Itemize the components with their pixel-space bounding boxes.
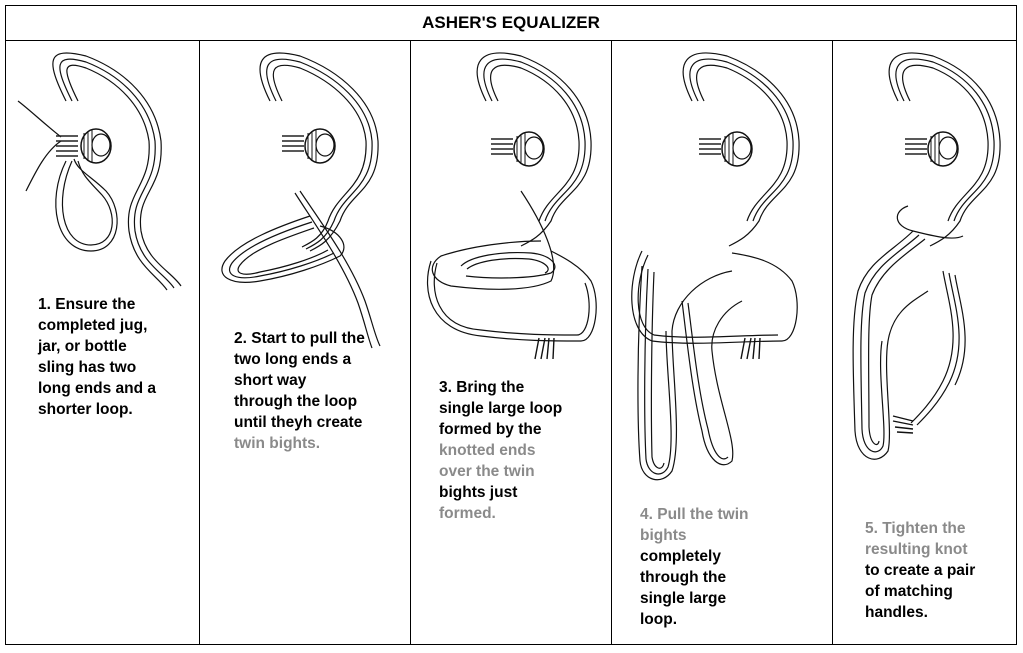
bottle-cap-icon [80, 128, 112, 164]
knot-illustration-step-5 [852, 52, 1001, 460]
step-caption-3: 3. Bring the single large loop formed by… [439, 377, 562, 524]
caption-line: short way [234, 372, 307, 389]
instruction-sheet: ASHER'S EQUALIZER 1. Ensure the complete… [5, 5, 1017, 645]
step-caption-4: 4. Pull the twin bights completely throu… [640, 504, 749, 630]
caption-line: bights just [439, 484, 518, 501]
caption-line: two long ends a [234, 351, 352, 368]
knot-illustration-step-4 [631, 52, 800, 481]
step-panel-2: 2. Start to pull the two long ends a sho… [200, 41, 411, 644]
caption-line: handles. [865, 604, 928, 621]
caption-line: formed by the [439, 421, 542, 438]
caption-line: of matching [865, 583, 953, 600]
caption-line: twin bights. [234, 435, 321, 452]
bottle-cap-icon [513, 131, 545, 167]
caption-line: to create a pair [865, 562, 976, 579]
caption-line: 2. Start to pull the [234, 330, 365, 347]
step-panel-4: 4. Pull the twin bights completely throu… [612, 41, 833, 644]
caption-line: through the [640, 569, 727, 586]
caption-line: knotted ends [439, 442, 536, 459]
caption-line: single large loop [439, 400, 563, 417]
caption-line: 1. Ensure the [38, 296, 136, 313]
step-caption-1: 1. Ensure the completed jug, jar, or bot… [38, 294, 156, 420]
step-caption-2: 2. Start to pull the two long ends a sho… [234, 328, 365, 454]
caption-line: 4. Pull the twin [640, 506, 749, 523]
step-panel-5: 5. Tighten the resulting knot to create … [833, 41, 1015, 644]
caption-line: completed jug, [38, 317, 148, 334]
caption-line: until theyh create [234, 414, 363, 431]
caption-line: 3. Bring the [439, 379, 525, 396]
step-caption-5: 5. Tighten the resulting knot to create … [865, 518, 975, 623]
caption-line: jar, or bottle [38, 338, 127, 355]
caption-line: resulting knot [865, 541, 968, 558]
bottle-cap-icon [304, 128, 336, 164]
knot-illustration-step-3 [426, 52, 597, 360]
knot-illustration-step-1 [17, 52, 182, 291]
caption-line: shorter loop. [38, 401, 133, 418]
caption-line: over the twin [439, 463, 535, 480]
caption-line: bights [640, 527, 687, 544]
caption-line: completely [640, 548, 721, 565]
caption-line: long ends and a [38, 380, 156, 397]
bottle-cap-icon [721, 131, 753, 167]
caption-line: single large [640, 590, 727, 607]
page-title: ASHER'S EQUALIZER [6, 6, 1016, 41]
caption-line: 5. Tighten the [865, 520, 966, 537]
caption-line: sling has two [38, 359, 137, 376]
step-panel-1: 1. Ensure the completed jug, jar, or bot… [6, 41, 200, 644]
caption-line: through the loop [234, 393, 358, 410]
caption-line: formed. [439, 505, 496, 522]
knot-illustration-step-2 [221, 52, 381, 349]
step-panel-3: 3. Bring the single large loop formed by… [411, 41, 612, 644]
bottle-cap-icon [927, 131, 959, 167]
caption-line: loop. [640, 611, 678, 628]
